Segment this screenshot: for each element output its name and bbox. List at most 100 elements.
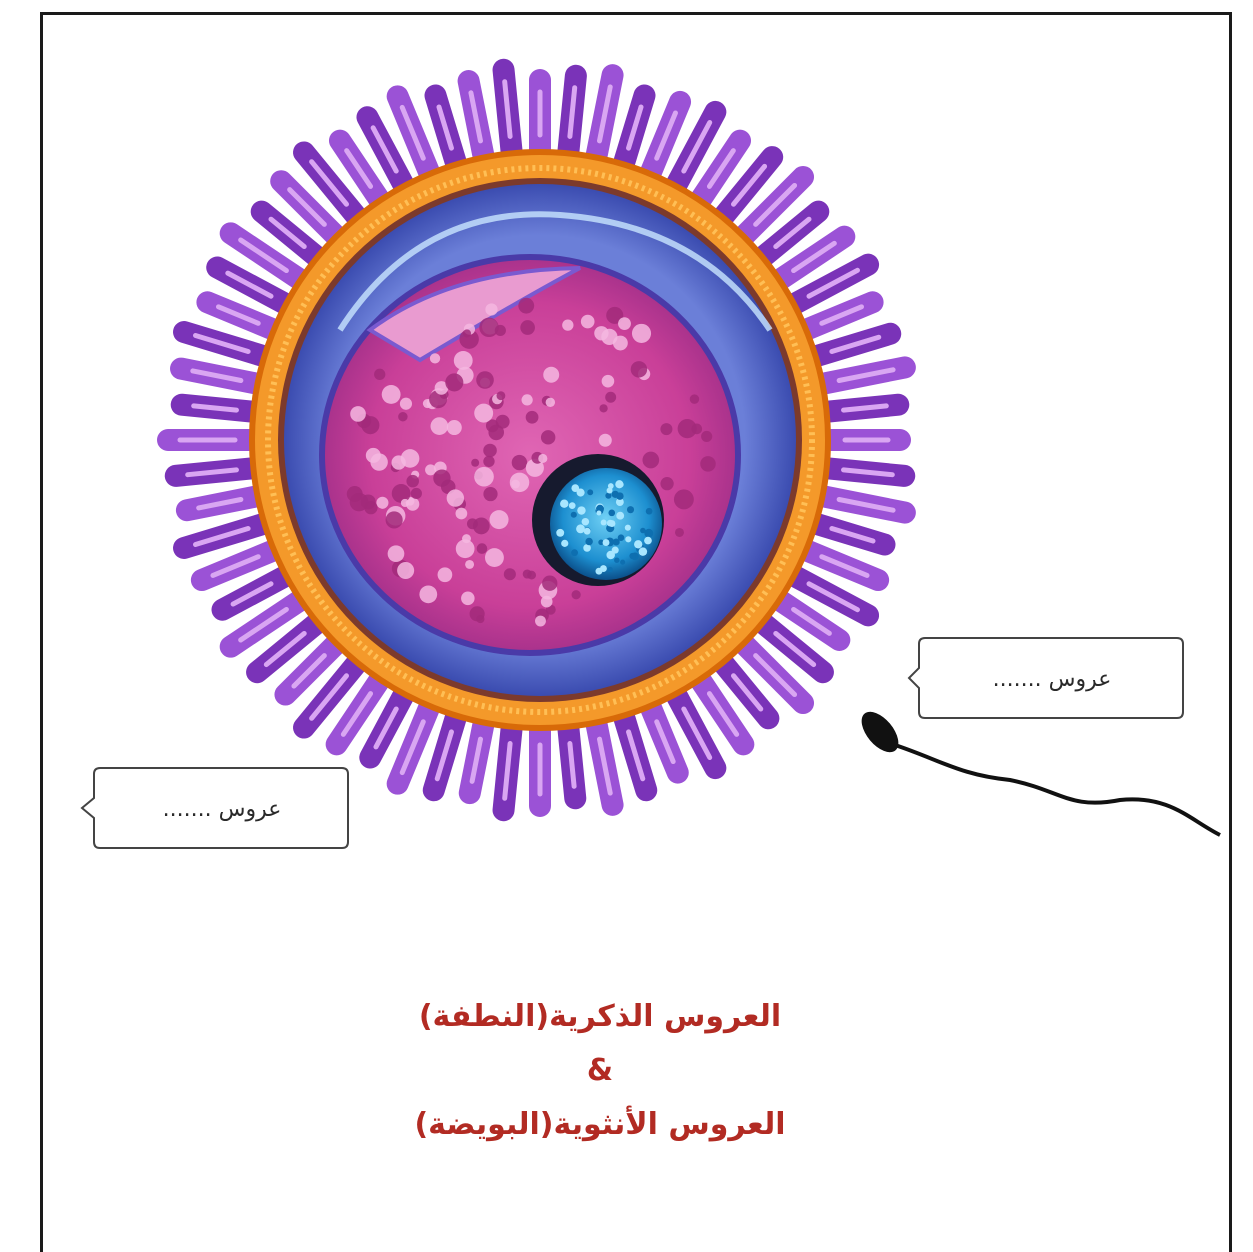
chromatin-dot: [634, 540, 642, 548]
chromatin-dot: [571, 512, 577, 518]
callout-left-label[interactable]: عروس .......: [102, 766, 342, 852]
chromatin-dot: [556, 529, 564, 537]
granule: [398, 412, 407, 421]
granule: [425, 464, 436, 475]
granule: [520, 320, 535, 335]
granule: [461, 592, 475, 606]
chromatin-dot: [644, 529, 653, 538]
caption-ampersand: &: [330, 1044, 870, 1098]
chromatin-dot: [577, 489, 585, 497]
sperm-cell: [855, 705, 1220, 835]
granule: [605, 392, 616, 403]
chromatin-dot: [629, 553, 635, 559]
granule: [479, 318, 498, 337]
chromatin-dot: [639, 547, 647, 555]
granule: [411, 488, 422, 499]
chromatin-dot: [583, 544, 591, 552]
granule: [535, 616, 546, 627]
granule: [490, 510, 509, 529]
granule: [465, 560, 474, 569]
granule: [433, 469, 450, 486]
granule: [485, 303, 497, 315]
granule: [538, 454, 547, 463]
chromatin-dot: [620, 560, 625, 565]
granule: [675, 528, 684, 537]
granule: [476, 371, 494, 389]
chromatin-dot: [618, 482, 624, 488]
granule: [474, 404, 493, 423]
granule: [504, 568, 516, 580]
granule: [401, 499, 409, 507]
granule: [438, 567, 453, 582]
caption-line-female: العروس الأنثوية(البويضة): [330, 1098, 870, 1152]
chromatin-dot: [605, 493, 611, 499]
chromatin-dot: [613, 538, 620, 545]
granule: [542, 576, 557, 591]
granule: [456, 539, 475, 558]
chromatin-dot: [587, 489, 593, 495]
chromatin-dot: [608, 567, 613, 572]
chromatin-dot: [585, 538, 592, 545]
chromatin-dot: [608, 509, 615, 516]
caption-line-male: العروس الذكرية(النطفة): [330, 990, 870, 1044]
granule: [483, 456, 494, 467]
callout-right: عروس .......: [905, 636, 1185, 722]
granule: [419, 585, 437, 603]
granule: [543, 367, 559, 383]
chromatin-dot: [616, 512, 624, 520]
granule: [526, 411, 539, 424]
granule: [690, 394, 699, 403]
granule: [477, 543, 488, 554]
chromatin-dot: [600, 565, 607, 572]
granule: [456, 508, 468, 520]
granule: [618, 317, 631, 330]
callout-right-label[interactable]: عروس .......: [927, 636, 1177, 722]
chromatin-dot: [640, 528, 646, 534]
granule: [527, 571, 536, 580]
granule: [483, 487, 497, 501]
granule: [701, 431, 712, 442]
granule: [572, 590, 581, 599]
granule: [447, 489, 464, 506]
granule: [392, 455, 406, 469]
granule: [400, 398, 412, 410]
granule: [347, 486, 363, 502]
chromatin-dot: [596, 510, 601, 515]
granule: [350, 406, 366, 422]
granule: [476, 615, 484, 623]
granule: [388, 545, 405, 562]
granule: [518, 298, 534, 314]
chromatin-dot: [644, 537, 652, 545]
granule: [483, 444, 497, 458]
granule: [445, 373, 463, 391]
granule: [700, 456, 715, 471]
chromatin-dot: [625, 525, 631, 531]
granule: [581, 315, 595, 329]
chromatin-dot: [561, 540, 568, 547]
granule: [562, 319, 573, 330]
chromatin-dot: [571, 549, 578, 556]
granule: [601, 329, 617, 345]
granule: [642, 452, 659, 469]
granule: [691, 424, 702, 435]
chromatin-dot: [646, 508, 653, 515]
granule: [541, 430, 555, 444]
granule: [406, 475, 419, 488]
granule: [660, 477, 673, 490]
chromatin-dot: [601, 520, 607, 526]
granule: [397, 562, 414, 579]
cytoplasm: [322, 257, 738, 653]
chromatin-dot: [577, 506, 585, 514]
granule: [674, 489, 694, 509]
egg-cell: [168, 70, 905, 810]
granule: [376, 497, 388, 509]
granule: [599, 434, 612, 447]
granule: [485, 548, 504, 567]
chromatin-dot: [584, 528, 591, 535]
caption: العروس الذكرية(النطفة) & العروس الأنثوية…: [330, 990, 870, 1152]
granule: [386, 511, 403, 528]
chromatin-dot: [627, 506, 634, 513]
chromatin-dot: [616, 492, 623, 499]
granule: [430, 353, 440, 363]
chromatin-dot: [625, 536, 631, 542]
